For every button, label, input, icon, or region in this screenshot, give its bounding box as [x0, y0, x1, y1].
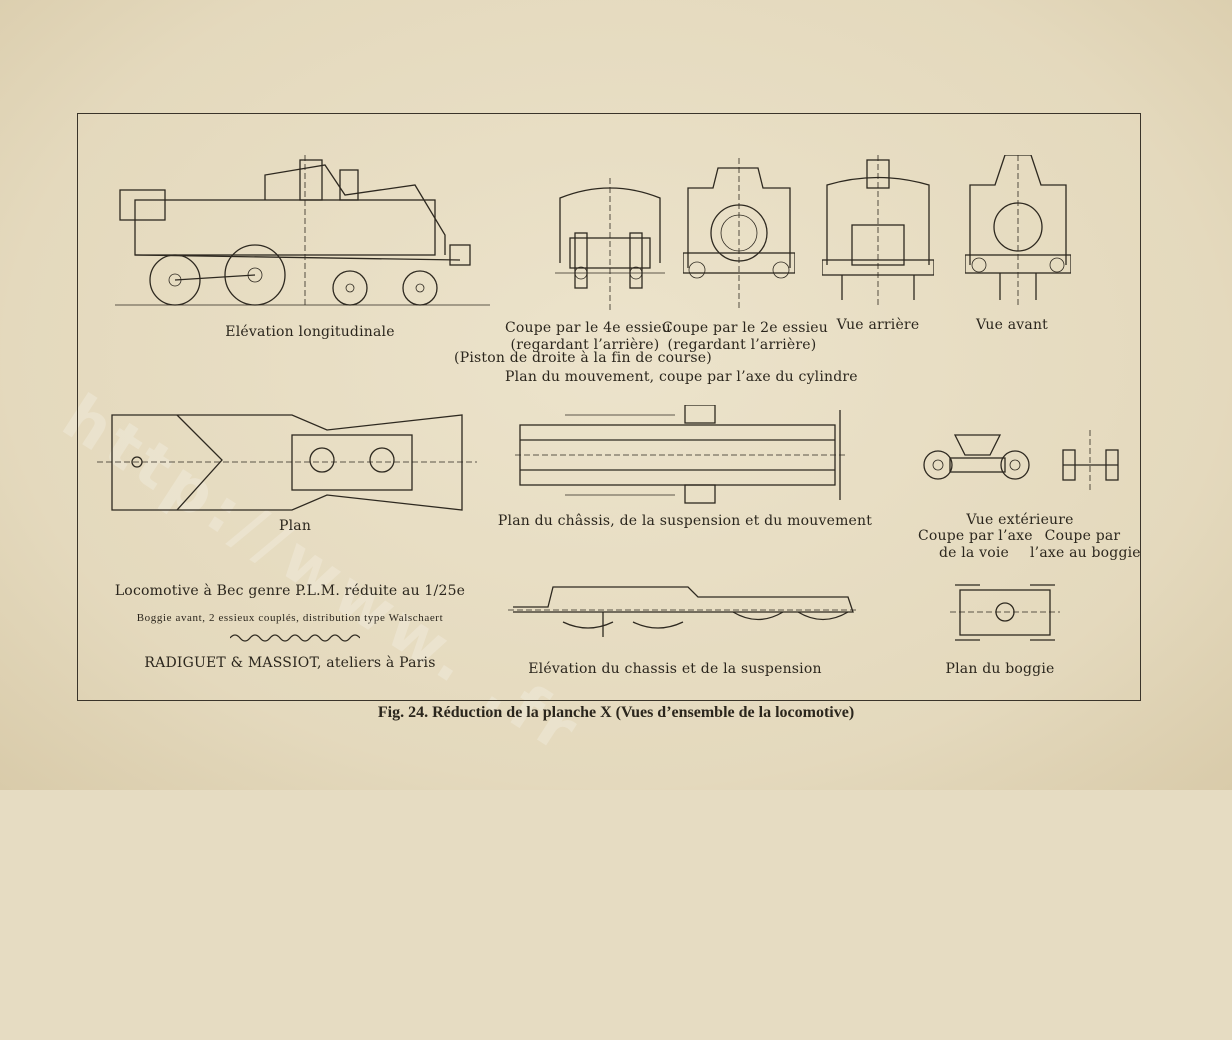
title-line-2: Boggie avant, 2 essieux couplés, distrib… — [136, 612, 444, 624]
title-line-1: Locomotive à Bec genre P.L.M. réduite au… — [114, 583, 466, 599]
rear-view-drawing — [822, 155, 934, 305]
caption-plan: Plan — [278, 518, 312, 534]
caption-plan-chassis: Plan du châssis, de la suspension et du … — [497, 513, 873, 529]
caption-plan-mouvement: Plan du mouvement, coupe par l’axe du cy… — [505, 369, 858, 385]
coupe-voie-line2: de la voie — [938, 545, 1010, 561]
plan-drawing — [97, 410, 477, 515]
caption-plan-boggie: Plan du boggie — [945, 661, 1055, 677]
caption-vue-arriere: Vue arrière — [836, 317, 920, 333]
caption-coupe-4e-essieu: Coupe par le 4e essieu (regardant l’arri… — [505, 320, 671, 354]
caption-vue-exterieure: Vue extérieure — [966, 512, 1074, 528]
chassis-elevation-drawing — [508, 582, 858, 644]
title-line-3: RADIGUET & MASSIOT, ateliers à Paris — [144, 655, 436, 671]
figure-caption: Fig. 24. Réduction de la planche X (Vues… — [377, 704, 855, 721]
section-2nd-axle-drawing — [683, 158, 795, 308]
bogie-plan-drawing — [950, 580, 1060, 645]
locomotive-elevation-drawing — [115, 155, 490, 315]
coupe-2-line2: (regardant l’arrière) — [667, 337, 817, 353]
caption-vue-avant: Vue avant — [975, 317, 1048, 333]
caption-coupe-boggie: Coupe par l’axe au boggie — [1030, 528, 1141, 562]
coupe-4-line1: Coupe par le 4e essieu — [505, 320, 671, 336]
caption-elevation: Elévation longitudinale — [225, 324, 395, 340]
book-page: http://www. .fr Elévation longitudinale — [0, 0, 1232, 790]
decorative-wavy-rule — [230, 632, 360, 644]
coupe-boggie-line2: l’axe au boggie — [1030, 545, 1141, 561]
caption-elevation-chassis: Elévation du chassis et de la suspension — [528, 661, 822, 677]
front-view-drawing — [965, 155, 1071, 305]
coupe-voie-line1: Coupe par l’axe — [918, 528, 1033, 544]
caption-coupe-2e-essieu: Coupe par le 2e essieu (regardant l’arri… — [662, 320, 828, 354]
section-4th-axle-drawing — [555, 178, 665, 310]
coupe-2-line1: Coupe par le 2e essieu — [662, 320, 828, 336]
bogie-exterior-view-drawing — [920, 430, 1035, 490]
coupe-4-line2: (regardant l’arrière) — [510, 337, 660, 353]
caption-piston: (Piston de droite à la fin de course) — [454, 350, 712, 366]
caption-coupe-voie: Coupe par l’axe de la voie — [918, 528, 1033, 562]
chassis-plan-drawing — [515, 405, 845, 505]
coupe-boggie-line1: Coupe par — [1044, 528, 1121, 544]
engraved-plate — [77, 113, 1141, 701]
bogie-section-drawing — [1058, 430, 1123, 490]
